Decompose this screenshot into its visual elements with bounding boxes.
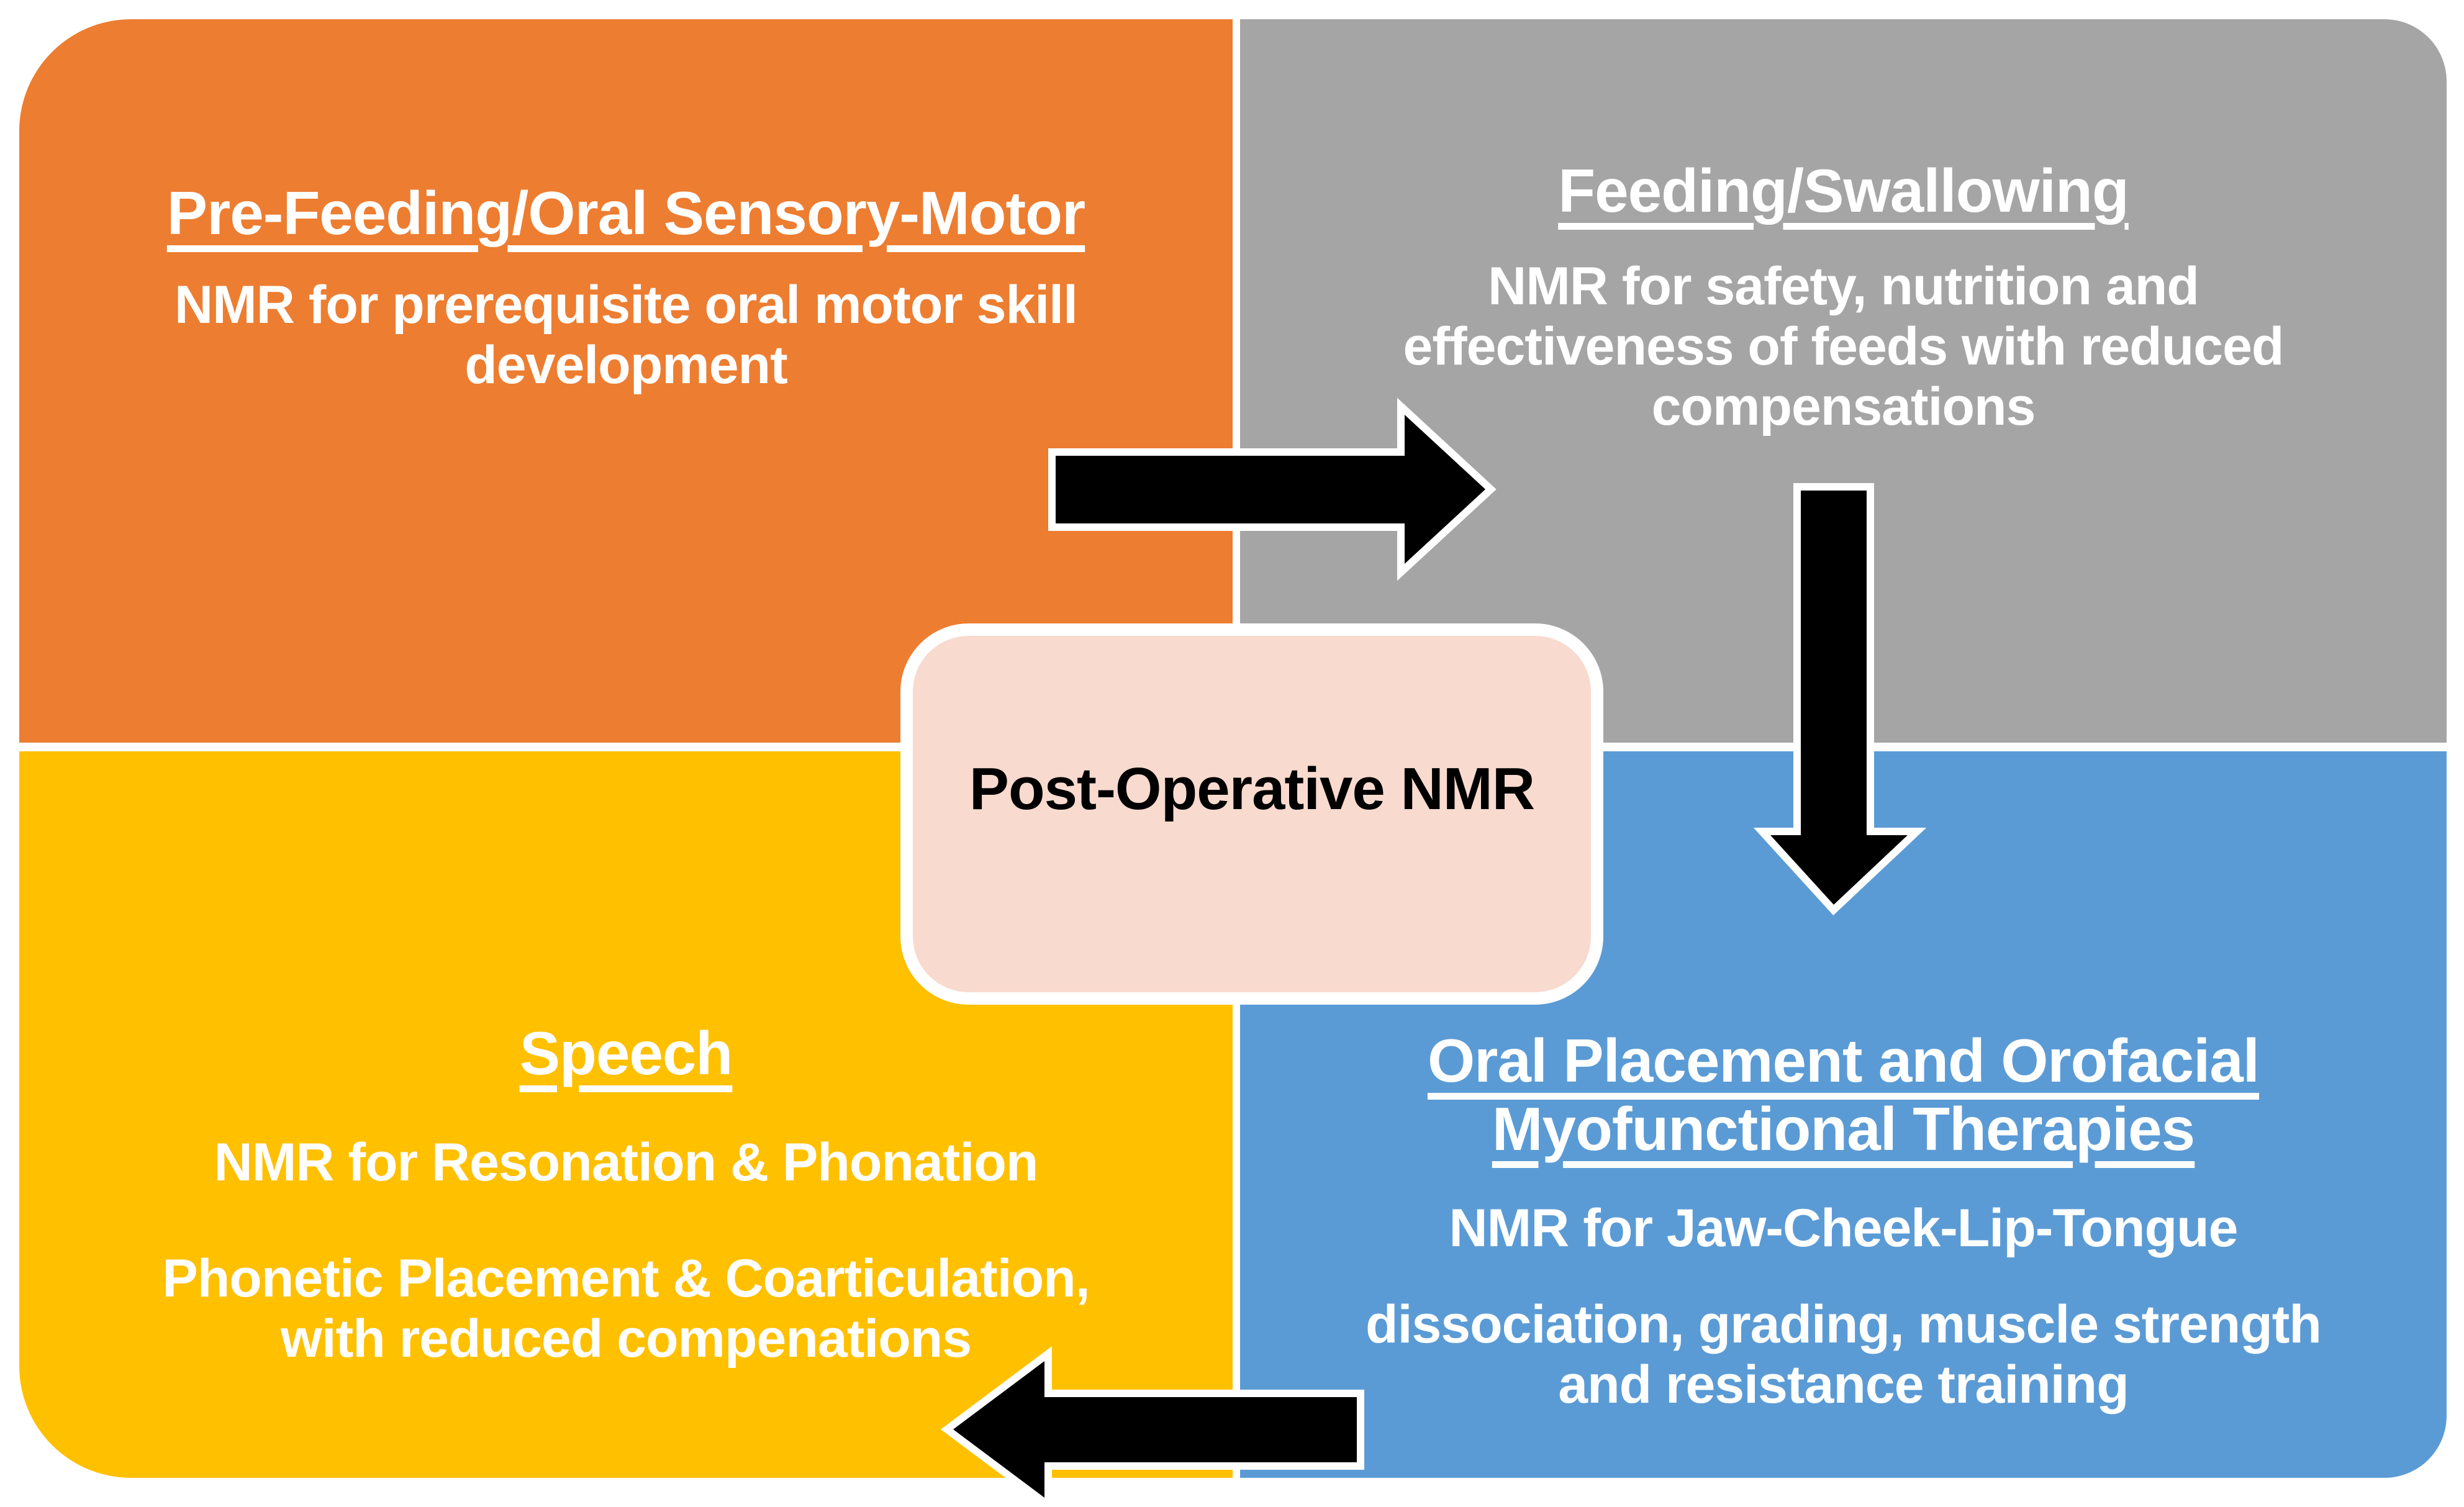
quadrant-speech-body-line1: NMR for Resonation & Phonation: [214, 1132, 1039, 1192]
quadrant-feeding-swallowing-body: NMR for safety, nutrition and effectiven…: [1403, 256, 2285, 437]
quadrant-pre-feeding-title: Pre-Feeding/Oral Sensory-Motor: [166, 179, 1085, 247]
quadrant-pre-feeding-body: NMR for prerequisite oral motor skill de…: [174, 274, 1078, 395]
quadrant-speech-title: Speech: [519, 1019, 733, 1087]
quadrant-speech-body-line2: Phonetic Placement & Coarticulation, wit…: [162, 1248, 1090, 1369]
quadrant-oral-placement-body-line2: dissociation, grading, muscle strength a…: [1366, 1294, 2322, 1414]
quadrant-feeding-swallowing: Feeding/Swallowing NMR for safety, nutri…: [1240, 19, 2447, 743]
quadrant-oral-placement-title: Oral Placement and Orofacial Myofunction…: [1427, 1026, 2260, 1163]
quadrant-feeding-swallowing-title: Feeding/Swallowing: [1558, 156, 2129, 225]
quadrant-oral-placement-body-line1: NMR for Jaw-Cheek-Lip-Tongue: [1449, 1198, 2239, 1258]
quadrant-pre-feeding: Pre-Feeding/Oral Sensory-Motor NMR for p…: [19, 19, 1233, 743]
center-box-label: Post-Operative NMR: [969, 756, 1535, 822]
center-box: Post-Operative NMR: [900, 623, 1603, 1005]
